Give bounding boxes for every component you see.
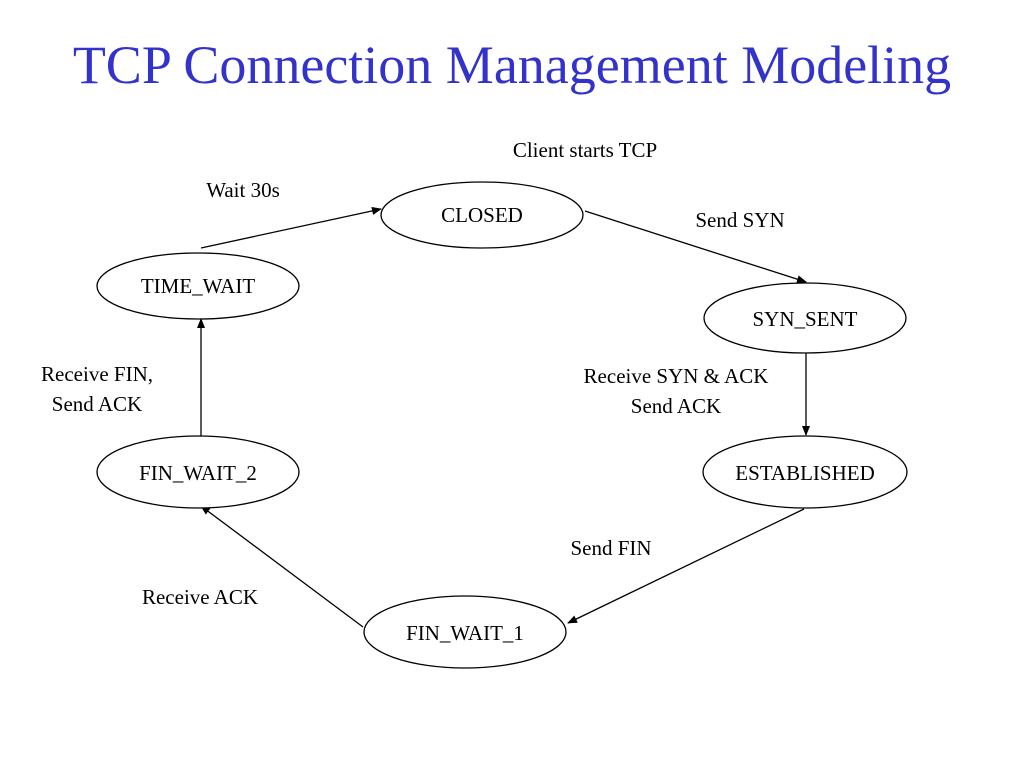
page-title: TCP Connection Management Modeling [72,35,952,95]
label-send-syn: Send SYN [695,208,784,232]
state-time-wait-label: TIME_WAIT [141,274,255,298]
state-time-wait: TIME_WAIT [96,252,300,320]
edge-time-wait-to-closed [200,206,382,249]
label-wait-30s: Wait 30s [206,178,280,202]
state-established: ESTABLISHED [702,435,908,509]
edge-closed-to-syn-sent [584,210,807,284]
edge-established-to-fin-wait-1 [567,508,805,624]
start-note: Client starts TCP [513,138,657,162]
state-syn-sent: SYN_SENT [703,282,907,354]
state-closed-label: CLOSED [441,203,523,227]
label-receive-fin: Receive FIN, [41,362,153,386]
label-receive-syn-ack: Receive SYN & ACK [584,364,769,388]
state-established-label: ESTABLISHED [735,461,874,485]
state-fin-wait-2: FIN_WAIT_2 [96,435,300,509]
label-receive-ack: Receive ACK [142,585,258,609]
edge-fin-wait-1-to-fin-wait-2 [200,505,364,628]
label-send-ack-time-wait: Send ACK [52,392,142,416]
state-fin-wait-1: FIN_WAIT_1 [363,595,567,669]
state-fin-wait-2-label: FIN_WAIT_2 [139,461,257,485]
label-send-fin: Send FIN [570,536,651,560]
state-closed: CLOSED [380,181,584,249]
label-send-ack-established: Send ACK [631,394,721,418]
state-syn-sent-label: SYN_SENT [752,307,857,331]
state-fin-wait-1-label: FIN_WAIT_1 [406,621,524,645]
